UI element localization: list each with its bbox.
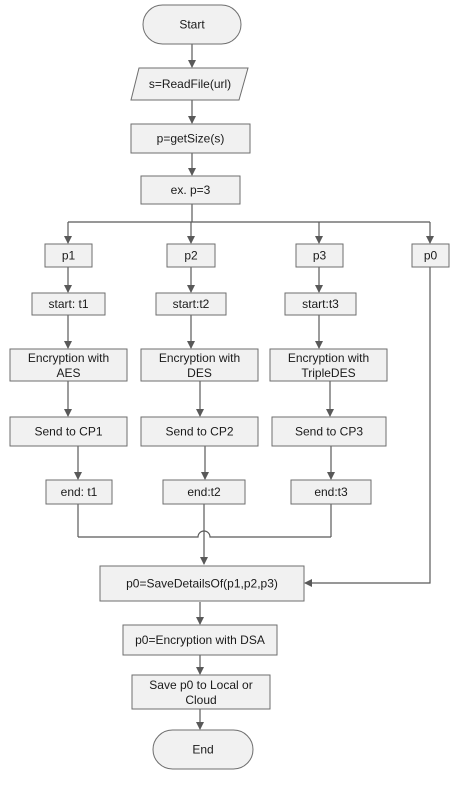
save-local-line2: Cloud <box>185 693 216 707</box>
enc-aes-line2: AES <box>56 366 80 380</box>
node-p3: p3 <box>295 243 344 268</box>
start-label: Start <box>179 18 205 32</box>
send-cp2-label: Send to CP2 <box>165 425 233 439</box>
enc-tdes-line2: TripleDES <box>301 366 355 380</box>
node-read-file: s=ReadFile(url) <box>130 67 249 101</box>
node-p0: p0 <box>411 243 450 268</box>
node-start-t1: start: t1 <box>31 292 106 316</box>
edge-p0-save <box>304 267 431 587</box>
enc-des-line2: DES <box>187 366 212 380</box>
end-t2-label: end:t2 <box>187 485 221 499</box>
read-file-label: s=ReadFile(url) <box>149 77 231 91</box>
node-enc-aes: Encryption with AES <box>9 348 128 382</box>
node-send-cp3: Send to CP3 <box>271 416 387 447</box>
node-end-t1: end: t1 <box>45 479 113 505</box>
node-start-t3: start:t3 <box>284 292 357 316</box>
save-local-line1: Save p0 to Local or <box>149 678 252 692</box>
p1-label: p1 <box>62 249 76 263</box>
node-p1: p1 <box>44 243 93 268</box>
node-send-cp2: Send to CP2 <box>140 416 259 447</box>
node-save-local: Save p0 to Local or Cloud <box>131 674 271 710</box>
save-details-label: p0=SaveDetailsOf(p1,p2,p3) <box>126 577 278 591</box>
start-t3-label: start:t3 <box>302 297 339 311</box>
node-p2: p2 <box>166 243 216 268</box>
send-cp3-label: Send to CP3 <box>295 425 363 439</box>
enc-aes-line1: Encryption with <box>28 351 109 365</box>
node-end: End <box>152 729 254 770</box>
start-t2-label: start:t2 <box>173 297 210 311</box>
node-enc-tdes: Encryption with TripleDES <box>269 348 388 382</box>
example-label: ex. p=3 <box>171 183 211 197</box>
node-enc-des: Encryption with DES <box>140 348 259 382</box>
node-example: ex. p=3 <box>140 175 241 205</box>
end-label: End <box>192 743 213 757</box>
end-t1-label: end: t1 <box>61 485 98 499</box>
node-enc-dsa: p0=Encryption with DSA <box>122 624 278 656</box>
node-end-t3: end:t3 <box>290 479 372 505</box>
p2-label: p2 <box>184 249 198 263</box>
enc-des-line1: Encryption with <box>159 351 240 365</box>
node-start: Start <box>142 4 242 45</box>
enc-tdes-line1: Encryption with <box>288 351 369 365</box>
node-send-cp1: Send to CP1 <box>9 416 128 447</box>
edges <box>64 44 434 730</box>
end-t3-label: end:t3 <box>314 485 348 499</box>
node-save-details: p0=SaveDetailsOf(p1,p2,p3) <box>99 565 305 602</box>
p0-label: p0 <box>424 249 438 263</box>
get-size-label: p=getSize(s) <box>157 132 225 146</box>
start-t1-label: start: t1 <box>48 297 88 311</box>
node-end-t2: end:t2 <box>162 479 246 505</box>
p3-label: p3 <box>313 249 327 263</box>
send-cp1-label: Send to CP1 <box>34 425 102 439</box>
node-get-size: p=getSize(s) <box>130 123 251 154</box>
node-start-t2: start:t2 <box>155 292 227 316</box>
enc-dsa-label: p0=Encryption with DSA <box>135 633 265 647</box>
